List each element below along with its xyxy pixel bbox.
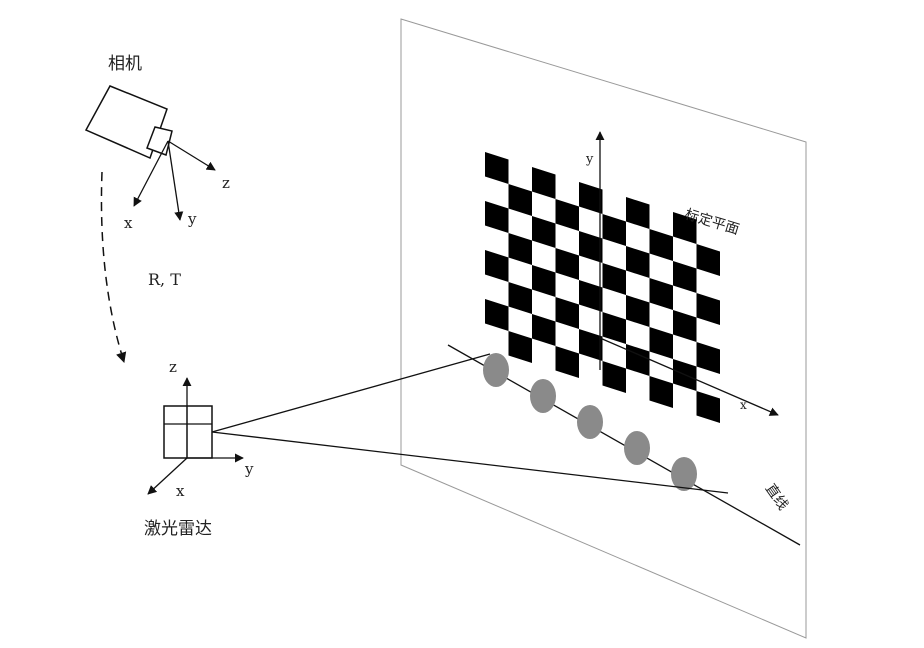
plane-x-axis [599,337,779,416]
camera-z-axis-label: z [222,174,230,192]
lidar-label: 激光雷达 [144,519,212,539]
camera-z-axis [167,140,216,171]
checker-square [602,312,626,344]
checker-square [532,216,556,248]
checker-square [555,199,579,231]
checker-square [649,327,673,359]
lidar-icon [163,405,213,459]
checker-square [649,229,673,261]
checker-square [626,197,650,229]
checker-square [673,212,697,244]
scan-point [530,379,556,413]
checker-square [696,293,720,325]
checker-square [579,329,603,361]
checker-square [555,346,579,378]
checker-square [532,314,556,346]
checker-square [696,244,720,276]
camera-y-axis [167,140,184,221]
checker-square [508,233,532,265]
checker-square [673,261,697,293]
checker-square [696,391,720,423]
checker-square [485,201,509,233]
checker-square [579,280,603,312]
checker-square [579,182,603,214]
calibration-plane [400,18,807,639]
checker-square [649,376,673,408]
camera-label: 相机 [108,54,142,74]
scan-points [483,353,697,491]
checker-square [579,231,603,263]
checker-square [626,246,650,278]
checker-square [532,265,556,297]
checker-square [649,278,673,310]
rt-label: R, T [148,270,181,289]
lidar-y-axis-label: y [244,460,254,478]
checker-square [532,167,556,199]
checker-square [555,297,579,329]
scan-point [624,431,650,465]
checker-square [602,214,626,246]
checker-square [485,250,509,282]
camera-x-axis-label: x [124,214,133,232]
scan-point [577,405,603,439]
checker-square [555,248,579,280]
checker-square [508,184,532,216]
camera-x-axis [133,140,169,207]
rt-transform-arrow [100,171,127,364]
lidar-x-axis [147,457,188,495]
checker-square [626,344,650,376]
lidar-x-axis-label: x [176,482,185,500]
scan-point [483,353,509,387]
checker-square [485,299,509,331]
checker-square [602,263,626,295]
checker-square [485,152,509,184]
checkerboard [485,152,720,423]
checker-square [626,295,650,327]
lidar-z-axis-label: z [169,358,177,376]
checker-square [673,310,697,342]
checker-square [696,342,720,374]
lidar-beam-lower [211,431,729,494]
plane-y-axis-label: y [585,152,594,167]
checker-square [508,282,532,314]
scan-point [671,457,697,491]
checker-square [602,361,626,393]
camera-icon [84,85,173,160]
camera-y-axis-label: y [187,210,197,228]
plane-x-axis-label: x [740,398,747,412]
lidar-beam-upper [211,353,491,433]
line-label: 直线 [762,481,792,514]
checker-square [508,331,532,363]
